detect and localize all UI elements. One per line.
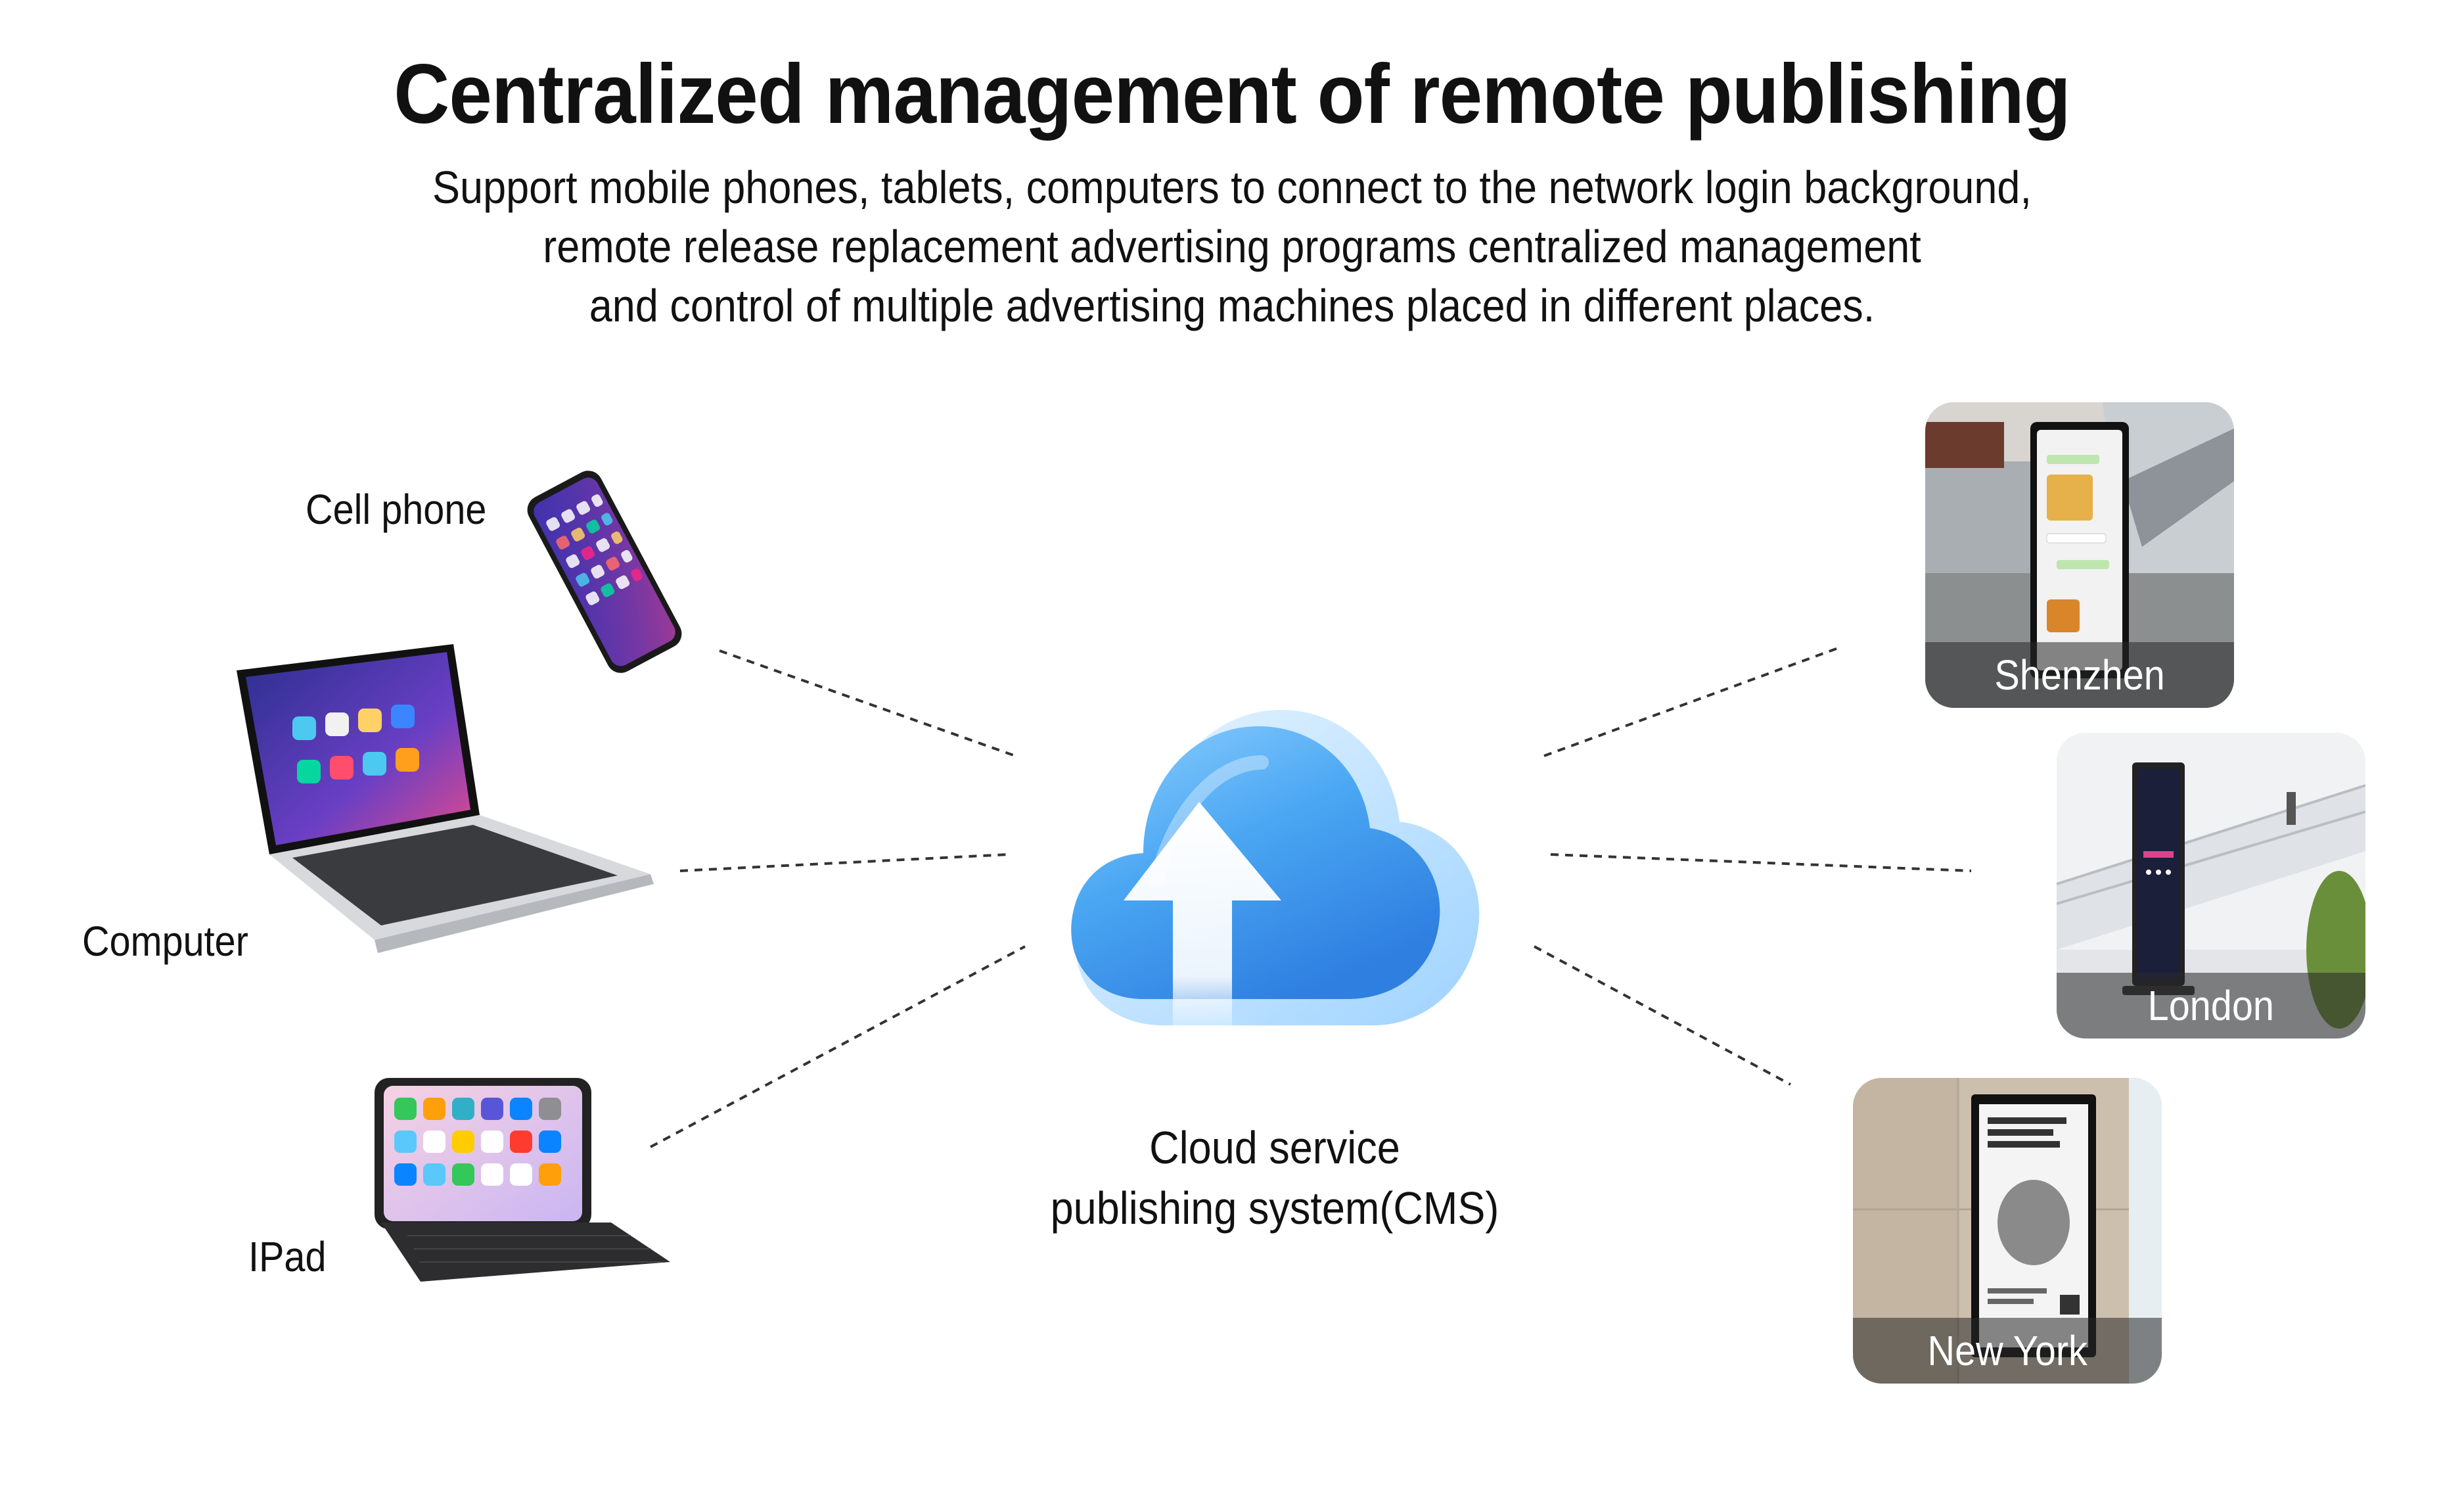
- cms-label-line-1: Cloud service: [1149, 1122, 1400, 1173]
- connector-newyork: [1534, 945, 1791, 1086]
- laptop-icon: [237, 644, 654, 953]
- london-caption: London: [2057, 973, 2365, 1038]
- diagram-subtitle: Support mobile phones, tablets, computer…: [345, 158, 2119, 335]
- tablet-icon: [375, 1078, 670, 1282]
- cloud-upload-icon: [1071, 710, 1480, 1052]
- connector-computer: [679, 853, 1009, 872]
- connector-shenzhen: [1543, 646, 1840, 757]
- cell-phone-label: Cell phone: [306, 486, 487, 533]
- shenzhen-caption: Shenzhen: [1925, 642, 2234, 708]
- location-card-london: London: [2057, 733, 2365, 1038]
- new-york-caption: New York: [1853, 1318, 2162, 1384]
- connector-phone: [719, 649, 1016, 757]
- connector-london: [1550, 853, 1972, 872]
- cms-label-line-2: publishing system(CMS): [1050, 1182, 1499, 1234]
- location-card-shenzhen: Shenzhen: [1925, 402, 2234, 708]
- cell-phone-icon: [527, 471, 682, 673]
- subtitle-line-1: Support mobile phones, tablets, computer…: [432, 162, 2032, 213]
- connector-tablet: [650, 945, 1026, 1148]
- location-card-new-york: New York: [1853, 1078, 2162, 1384]
- diagram-title: Centralized management of remote publish…: [394, 47, 2070, 141]
- subtitle-line-2: remote release replacement advertising p…: [543, 221, 1921, 272]
- computer-label: Computer: [82, 918, 248, 965]
- cms-label: Cloud service publishing system(CMS): [997, 1117, 1553, 1238]
- subtitle-line-3: and control of multiple advertising mach…: [589, 280, 1875, 331]
- tablet-label: IPad: [248, 1233, 327, 1280]
